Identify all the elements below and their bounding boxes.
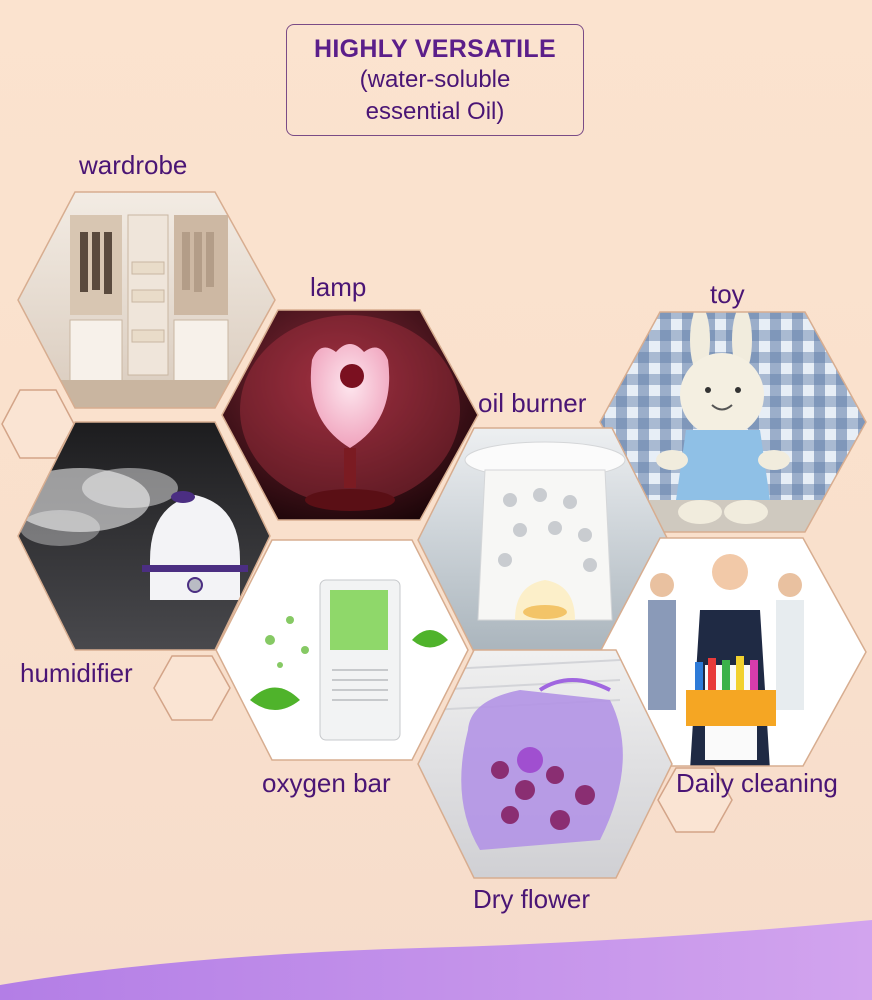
lamp-image	[222, 310, 478, 520]
daily-cleaning-image	[600, 538, 866, 766]
label-toy: toy	[710, 279, 745, 309]
label-lamp: lamp	[310, 272, 367, 302]
bottom-wave	[0, 920, 872, 1000]
humidifier-image	[18, 422, 270, 650]
label-oil-burner: oil burner	[478, 388, 587, 418]
subtitle-line-2: essential Oil)	[365, 98, 505, 125]
subtitle-line-1: (water-soluble	[359, 66, 511, 93]
label-daily-cleaning: Daily cleaning	[676, 768, 838, 798]
oxygen-bar-image	[216, 540, 468, 760]
label-oxygen-bar: oxygen bar	[262, 768, 391, 798]
dry-flower-image	[418, 650, 672, 878]
title-box: HIGHLY VERSATILE (water-soluble essentia…	[286, 24, 584, 136]
decorative-hexagon	[657, 767, 733, 833]
decorative-hexagon	[1, 389, 75, 459]
page-title: HIGHLY VERSATILE	[314, 35, 556, 63]
wardrobe-image	[18, 192, 275, 408]
label-dry-flower: Dry flower	[473, 884, 591, 914]
label-humidifier: humidifier	[20, 658, 133, 688]
decorative-hexagon	[153, 655, 231, 721]
label-wardrobe: wardrobe	[79, 150, 188, 180]
